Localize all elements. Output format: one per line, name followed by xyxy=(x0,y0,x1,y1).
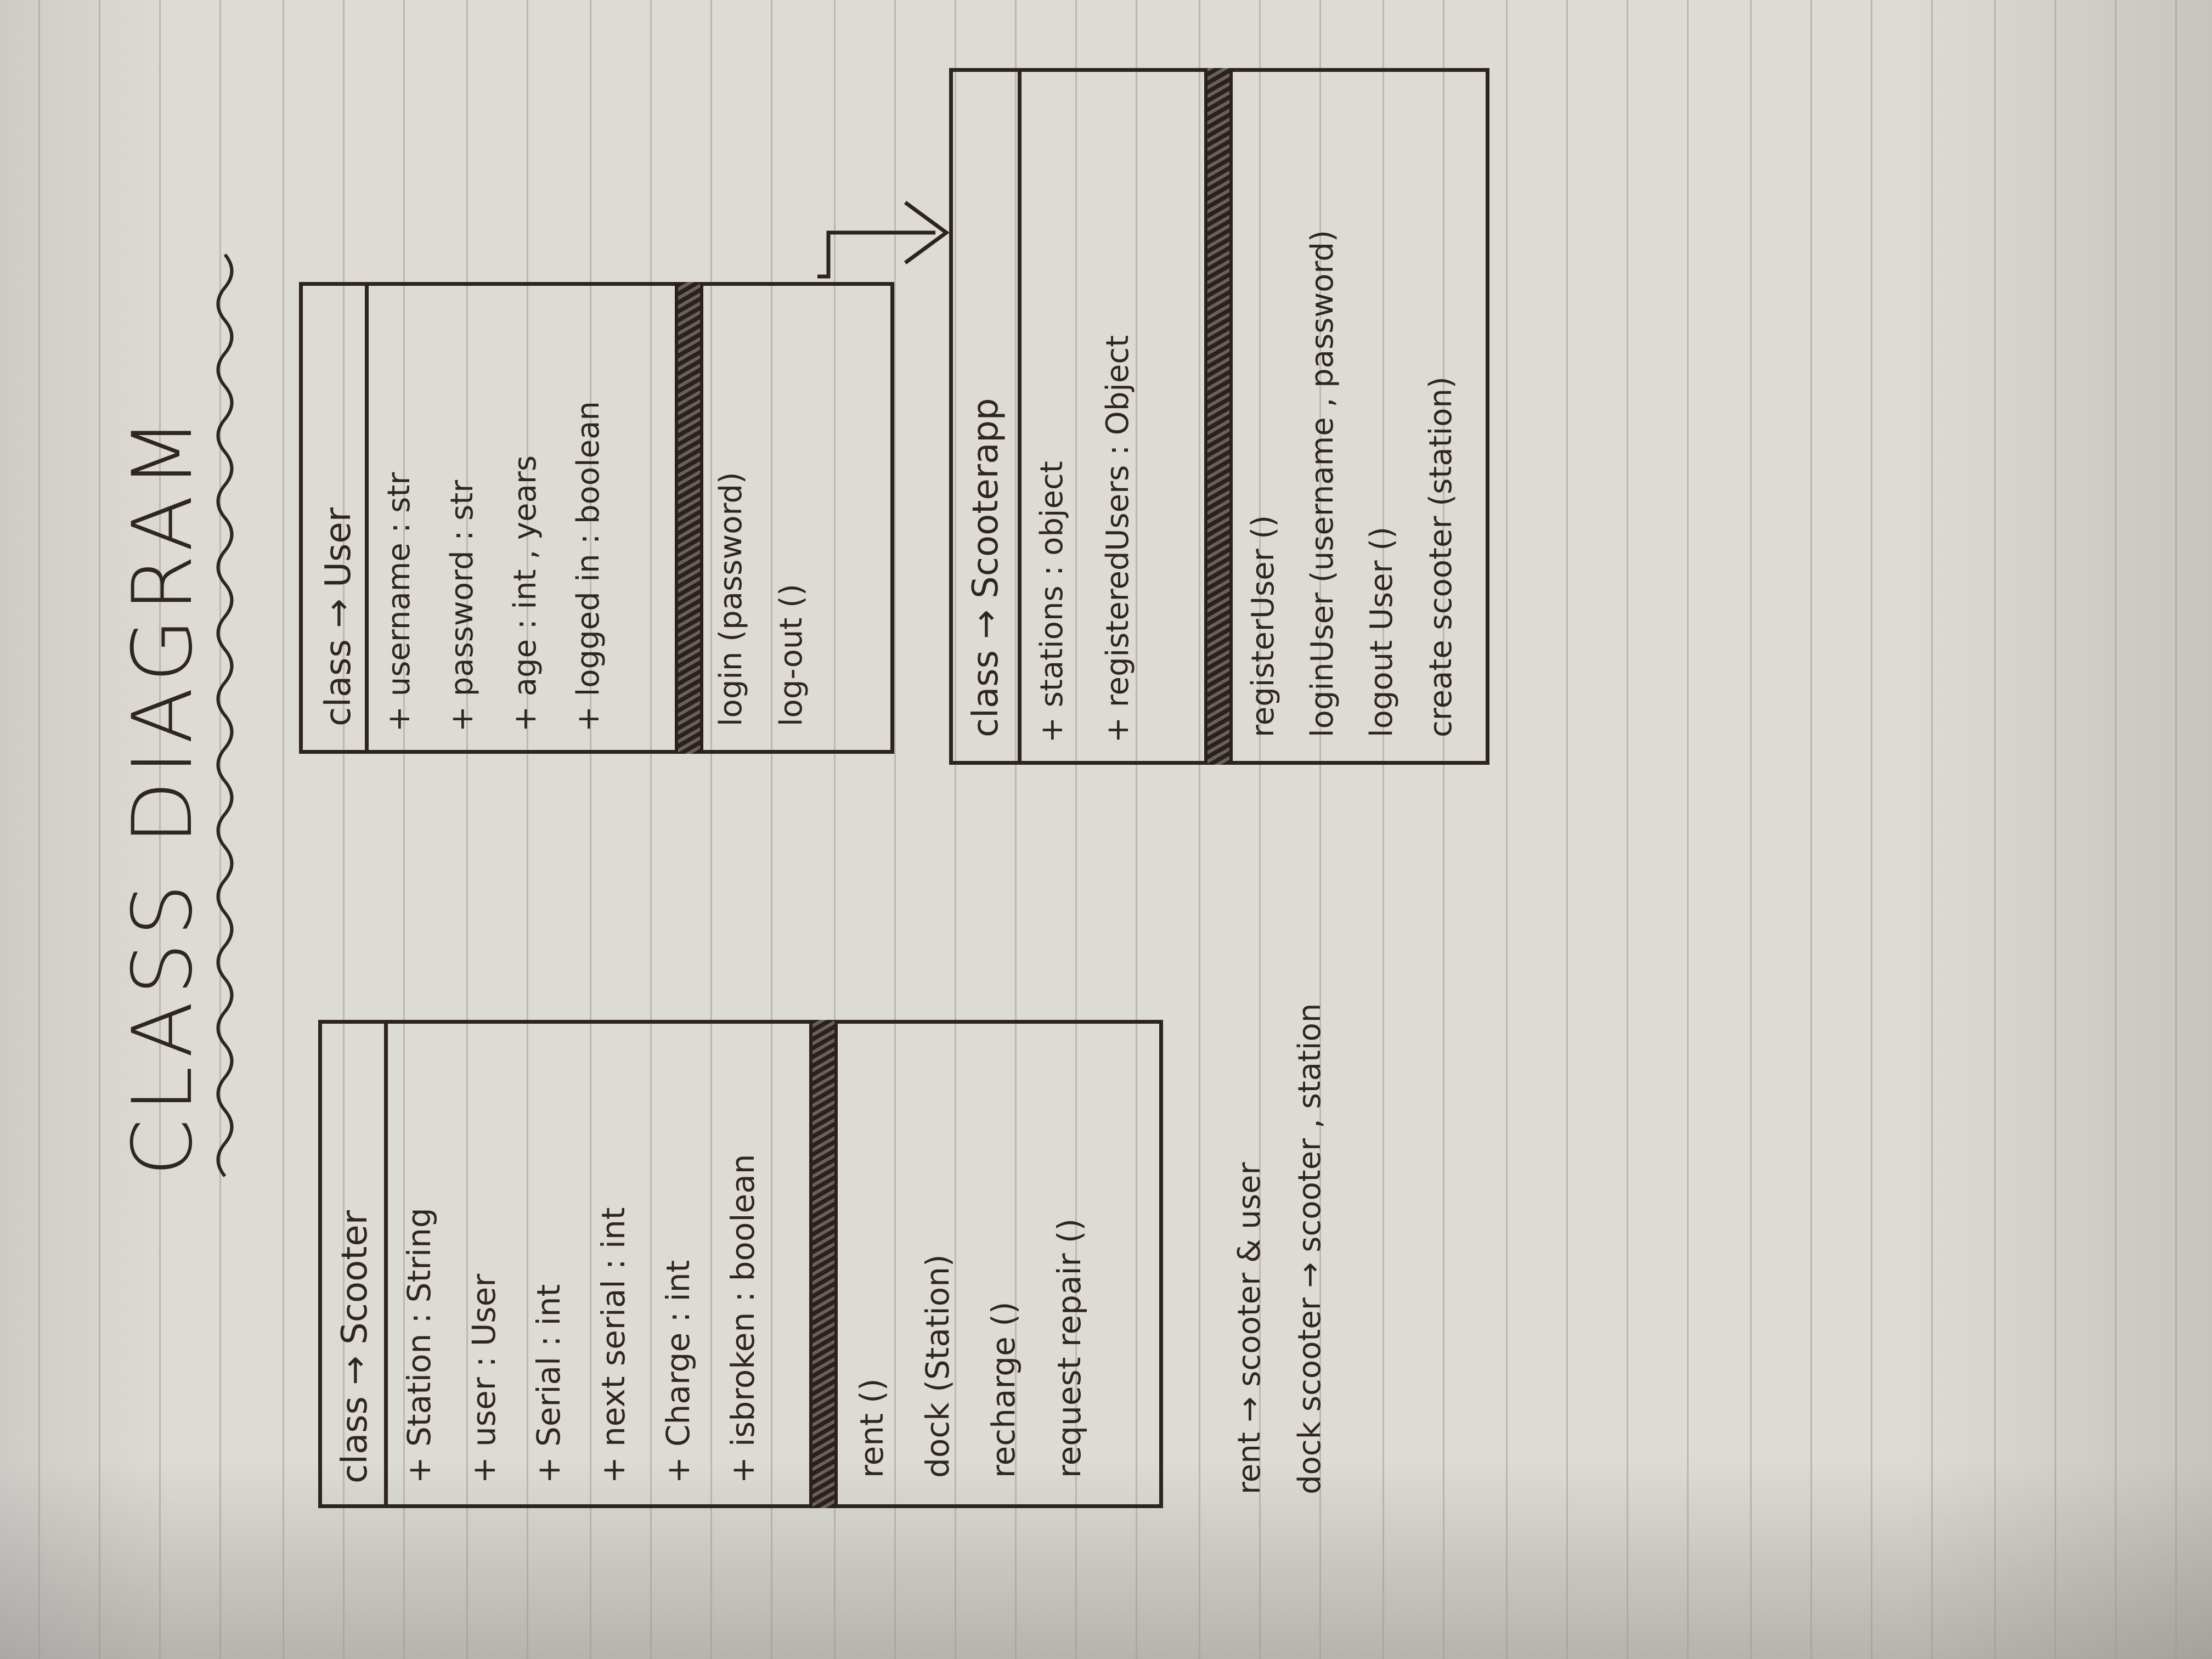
ruled-line xyxy=(894,0,896,1659)
ruled-line xyxy=(1015,0,1017,1659)
ruled-line xyxy=(159,0,161,1659)
ruled-line xyxy=(834,0,836,1659)
ruled-line xyxy=(1319,0,1321,1659)
ruled-line xyxy=(590,0,591,1659)
ruled-line xyxy=(38,0,40,1659)
ruled-line xyxy=(771,0,772,1659)
ruled-line xyxy=(1810,0,1812,1659)
ruled-line xyxy=(343,0,345,1659)
ruled-line xyxy=(1506,0,1508,1659)
ruled-line xyxy=(99,0,100,1659)
ruled-line xyxy=(1443,0,1444,1659)
note-line: dock scooter → scooter , station xyxy=(1292,1003,1328,1494)
ruled-line xyxy=(219,0,221,1659)
note-line: rent → scooter & user xyxy=(1232,1162,1267,1494)
ruled-line xyxy=(1871,0,1872,1659)
ruled-line xyxy=(2055,0,2056,1659)
ruled-line xyxy=(710,0,712,1659)
title-underline xyxy=(216,253,234,1177)
ruled-line xyxy=(1383,0,1384,1659)
ruled-line xyxy=(2175,0,2177,1659)
ruled-line xyxy=(527,0,528,1659)
ruled-line xyxy=(466,0,468,1659)
ruled-line xyxy=(650,0,652,1659)
ruled-line xyxy=(1994,0,1996,1659)
ruled-line xyxy=(1687,0,1689,1659)
ruled-line xyxy=(2115,0,2117,1659)
ruled-line xyxy=(403,0,405,1659)
ruled-line xyxy=(1750,0,1752,1659)
ruled-line xyxy=(955,0,956,1659)
ruled-line xyxy=(1931,0,1933,1659)
ruled-line xyxy=(283,0,284,1659)
ruled-line xyxy=(1566,0,1568,1659)
ruled-line xyxy=(1136,0,1137,1659)
ruled-line xyxy=(1199,0,1200,1659)
ruled-line xyxy=(1075,0,1077,1659)
ruled-line xyxy=(1259,0,1261,1659)
ruled-line xyxy=(1627,0,1628,1659)
